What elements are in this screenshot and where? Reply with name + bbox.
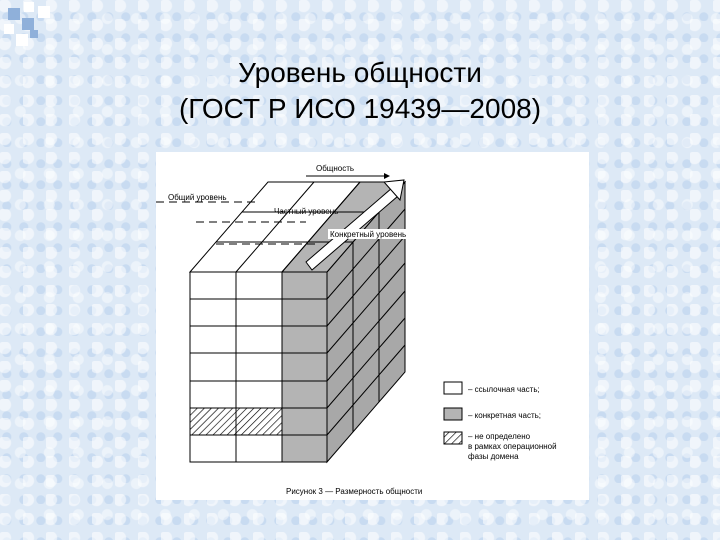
legend-label-undefined-3: фазы домена (468, 452, 519, 461)
legend-label-specific: – конкретная часть; (468, 411, 541, 420)
legend-swatch-undefined (443, 431, 463, 445)
slide-title: Уровень общности (ГОСТ Р ИСО 19439—2008) (0, 55, 720, 127)
hatched-cell (235, 407, 283, 436)
title-line-2: (ГОСТ Р ИСО 19439—2008) (178, 93, 542, 124)
generality-cube-figure: Общность Общий уровень Частный уровень К… (156, 152, 589, 500)
legend-swatch-reference (443, 381, 463, 395)
axis-arrow (306, 173, 390, 179)
legend-label-undefined-2: в рамках операционной (468, 442, 557, 451)
hatched-cell (189, 407, 237, 436)
level-label-general: Общий уровень (168, 193, 227, 202)
cube-diagram: Общность Общий уровень Частный уровень К… (156, 164, 557, 496)
front-face (189, 271, 328, 463)
axis-label: Общность (316, 164, 354, 173)
legend-label-reference: – ссылочная часть; (468, 385, 540, 394)
figure-caption: Рисунок 3 — Размерность общности (286, 487, 422, 496)
legend-label-undefined-1: – не определено (468, 432, 531, 441)
corner-decoration (0, 0, 60, 50)
legend: – ссылочная часть; – конкретная часть; –… (443, 381, 557, 461)
legend-swatch-specific (443, 407, 463, 421)
title-line-1: Уровень общности (238, 57, 482, 88)
level-label-partial: Частный уровень (274, 207, 338, 216)
level-label-specific: Конкретный уровень (330, 230, 406, 239)
